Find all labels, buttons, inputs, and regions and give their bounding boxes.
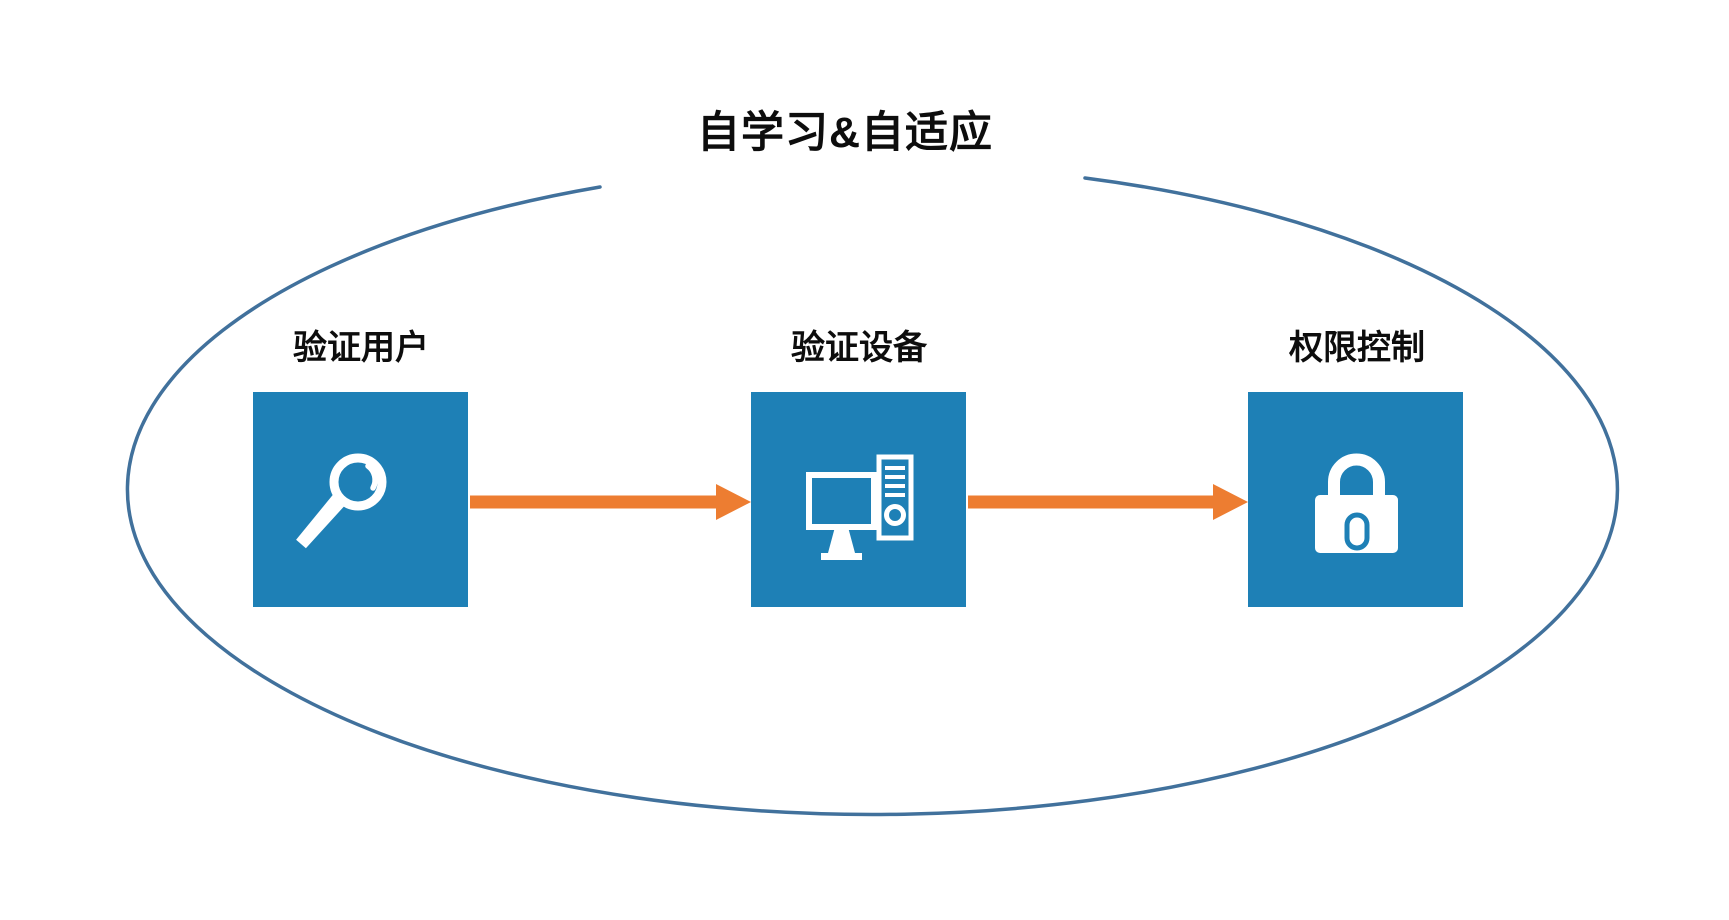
step-label-permission-control: 权限控制	[1289, 329, 1425, 367]
lock-body	[1315, 495, 1398, 553]
monitor-base	[821, 553, 862, 560]
step-box-verify-device	[751, 392, 966, 607]
monitor-stand	[828, 527, 855, 553]
monitor-screen	[806, 472, 877, 530]
lock-icon	[1315, 453, 1398, 553]
step-label-verify-user: 验证用户	[293, 329, 429, 367]
magnifier-highlight	[365, 463, 378, 491]
flow-arrow-2	[968, 484, 1248, 520]
lock-keyhole	[1344, 512, 1370, 551]
magnifier-icon	[296, 453, 387, 549]
lock-shackle	[1328, 453, 1385, 496]
step-box-verify-user	[253, 392, 468, 607]
magnifier-handle	[296, 494, 346, 549]
diagram-title: 自学习&自适应	[696, 109, 994, 157]
computer-icon	[806, 454, 914, 560]
tower-power-button	[884, 504, 906, 526]
arrow-head-icon	[716, 484, 751, 520]
arrow-head-icon	[1213, 484, 1248, 520]
flow-arrow-1	[470, 484, 751, 520]
step-label-verify-device: 验证设备	[791, 329, 927, 367]
magnifier-lens	[329, 453, 387, 511]
self-learning-ellipse-outline	[125, 176, 1620, 817]
tower-vents	[885, 466, 905, 497]
tower-case	[876, 454, 914, 541]
step-box-permission-control	[1248, 392, 1463, 607]
